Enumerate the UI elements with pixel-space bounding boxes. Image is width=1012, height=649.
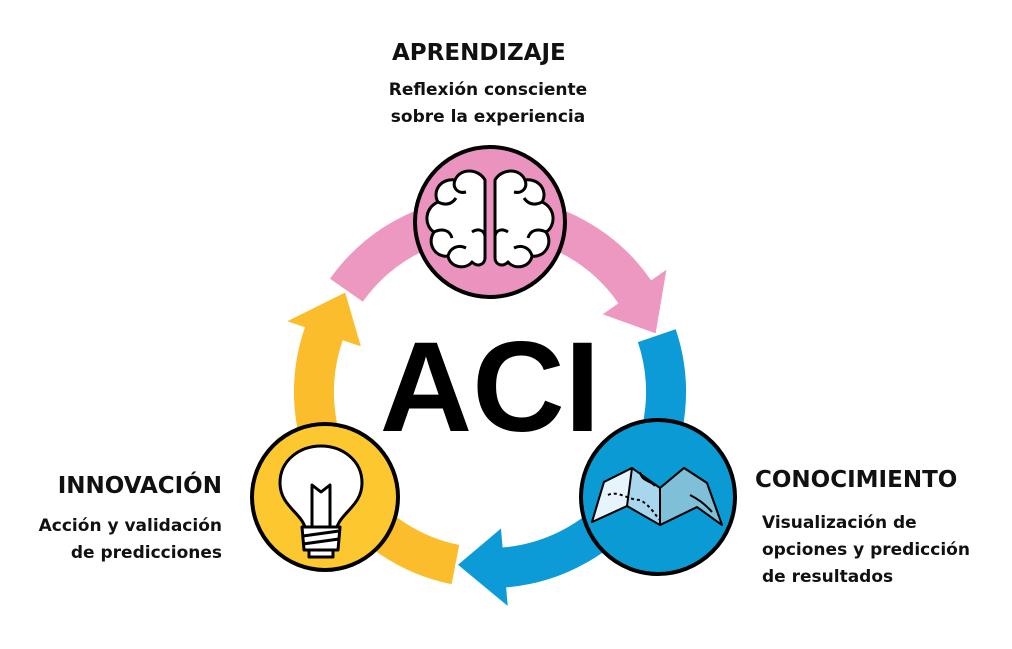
aprendizaje-title: APRENDIZAJE xyxy=(392,40,566,66)
conocimiento-desc: Visualización de opciones y predicción d… xyxy=(762,510,970,591)
aprendizaje-circle xyxy=(413,145,567,299)
desc-line: opciones y predicción xyxy=(762,540,970,560)
desc-line: Acción y validación xyxy=(38,516,222,536)
innovacion-circle xyxy=(250,422,400,572)
lightbulb-icon xyxy=(278,444,364,559)
brain-icon xyxy=(425,169,555,269)
map-icon xyxy=(591,467,723,526)
innovacion-desc: Acción y validación de predicciones xyxy=(39,513,222,567)
conocimiento-title: CONOCIMIENTO xyxy=(755,467,958,493)
desc-line: de resultados xyxy=(762,567,894,587)
desc-line: sobre la experiencia xyxy=(390,107,586,127)
center-label: ACI xyxy=(379,316,601,459)
desc-line: de predicciones xyxy=(70,543,222,563)
conocimiento-circle xyxy=(579,418,737,576)
innovacion-title: INNOVACIÓN xyxy=(57,473,222,499)
desc-line: Reflexión consciente xyxy=(388,80,588,100)
aprendizaje-desc: Reflexión consciente sobre la experienci… xyxy=(368,77,608,131)
desc-line: Visualización de xyxy=(762,513,917,533)
